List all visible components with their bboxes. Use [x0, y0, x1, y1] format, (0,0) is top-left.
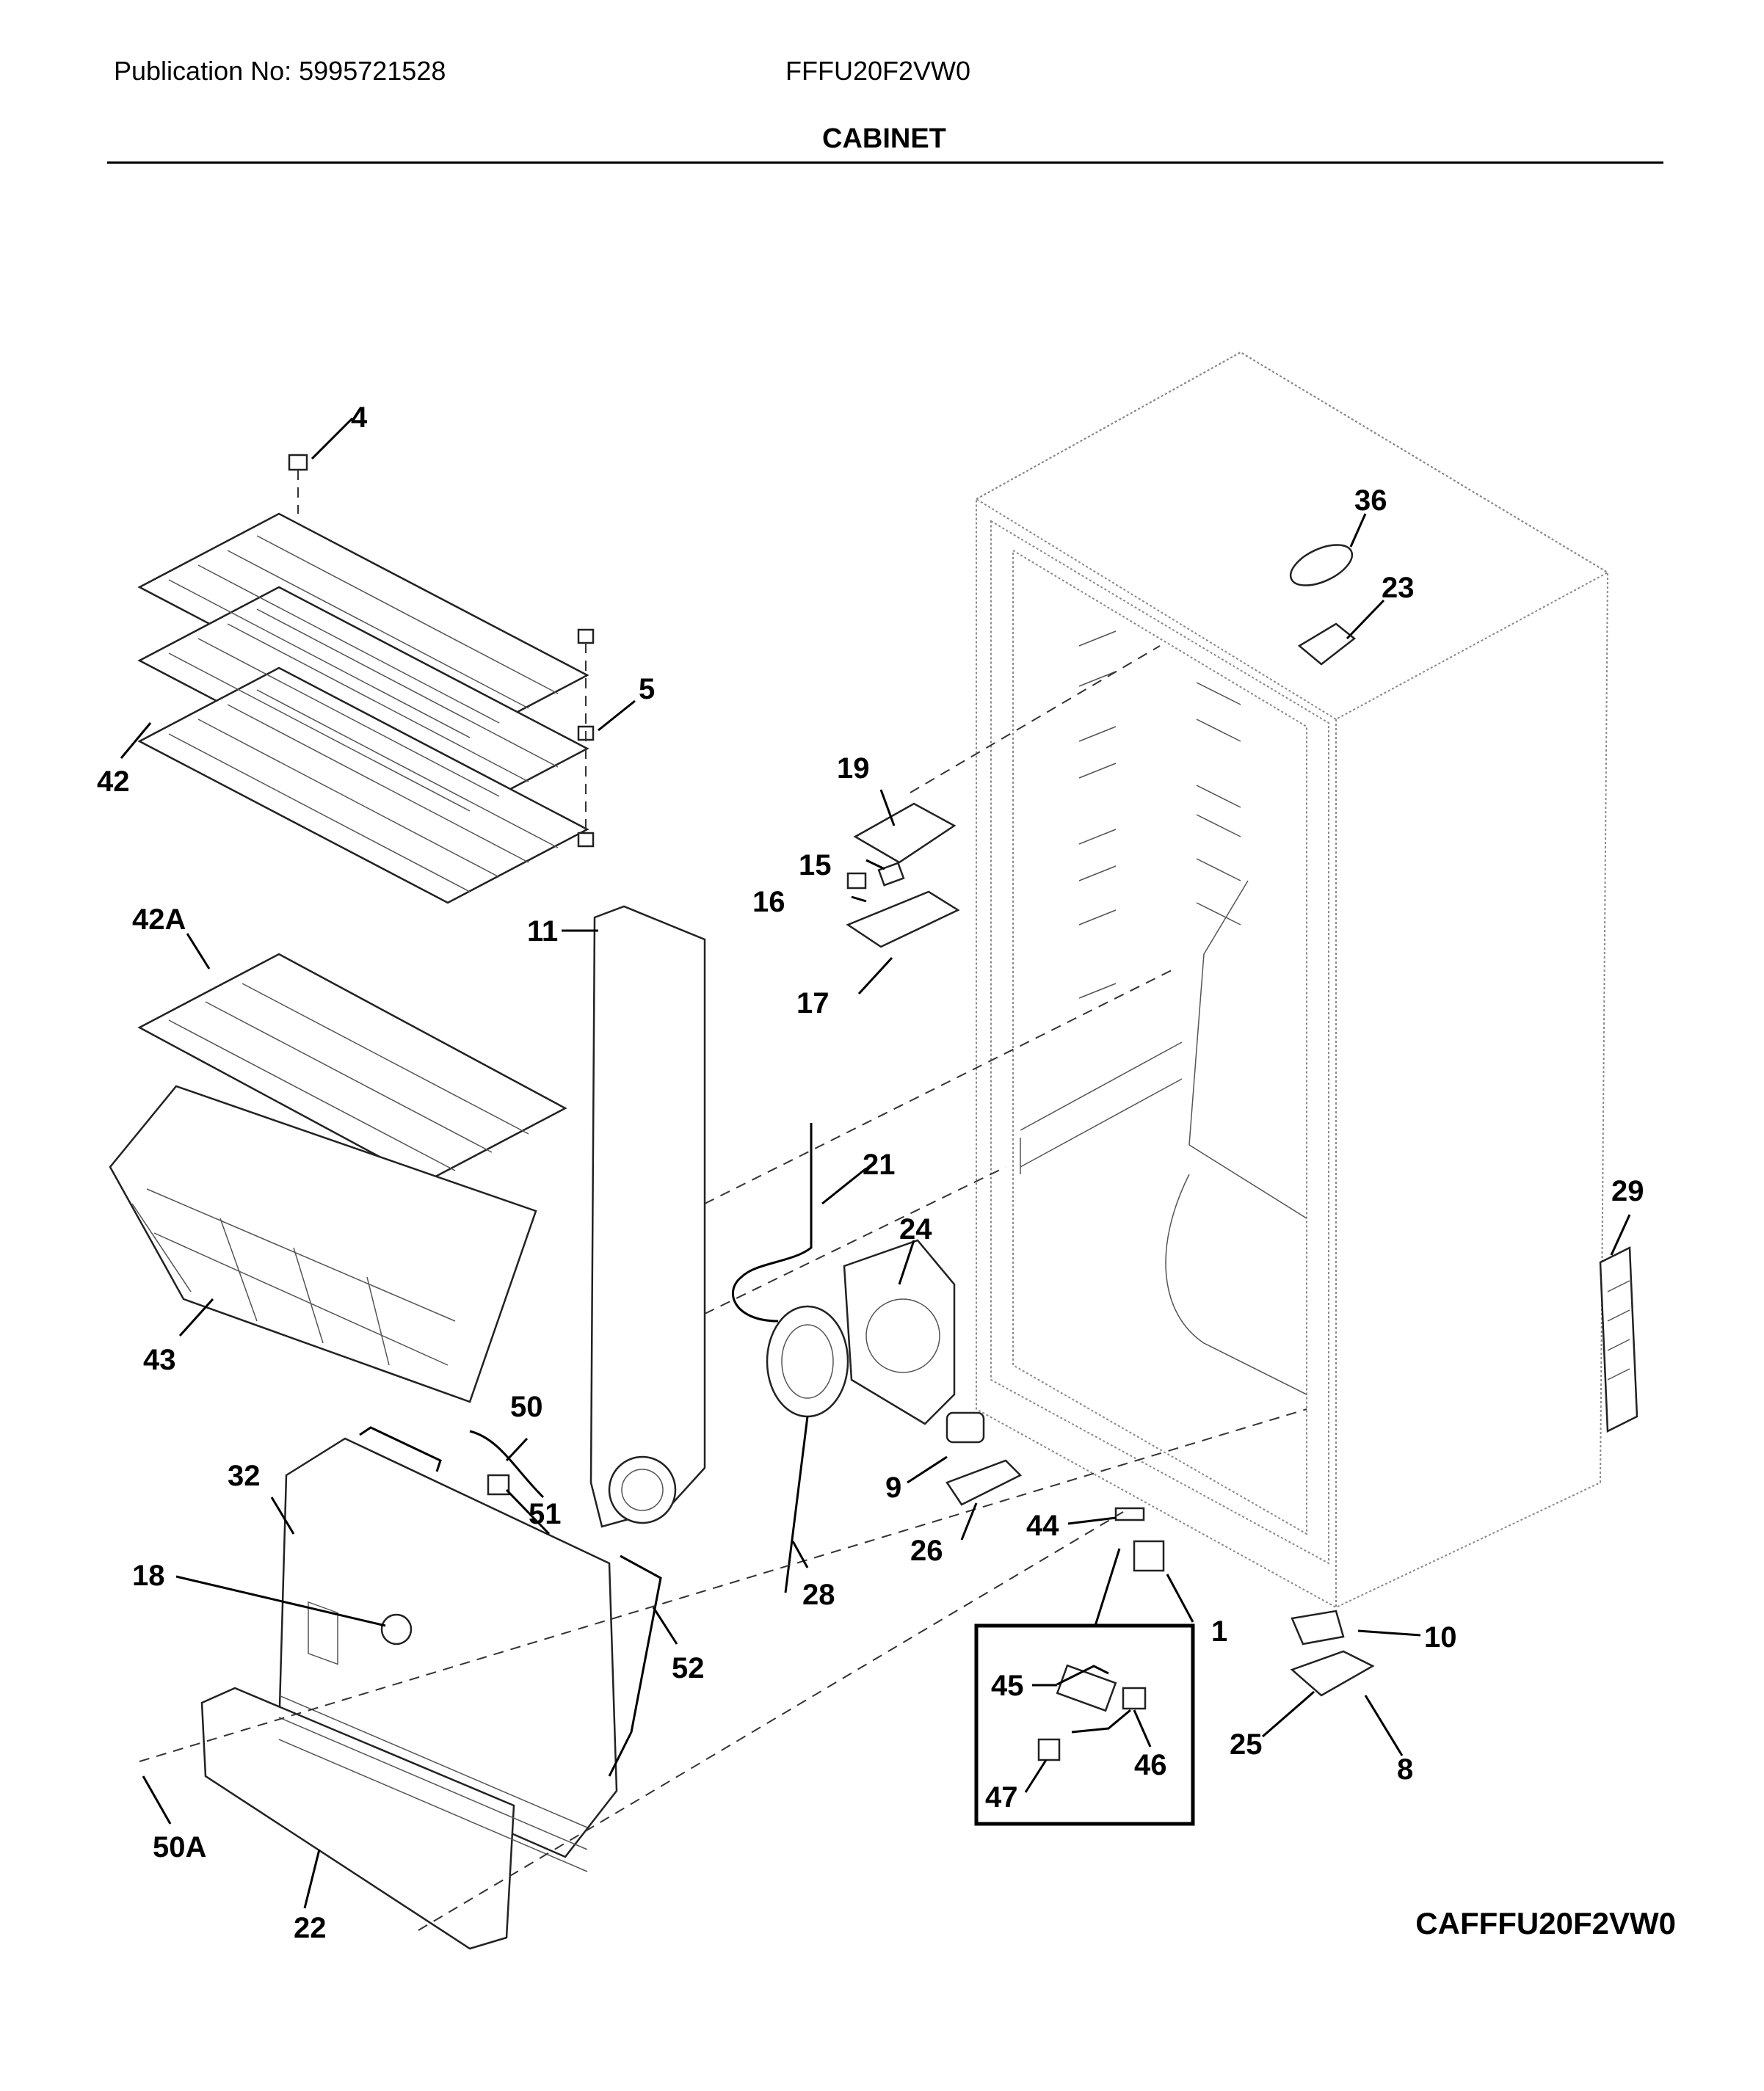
part-label-4: 4	[351, 401, 368, 434]
model-number: FFFU20F2VW0	[785, 56, 971, 86]
evaporator-cover	[589, 905, 706, 1528]
light-assembly	[846, 802, 960, 948]
part-label-23: 23	[1382, 572, 1415, 604]
basket-shelf	[137, 953, 567, 1183]
part-label-24: 24	[899, 1213, 932, 1245]
fan-assembly	[732, 1123, 956, 1593]
header-divider	[107, 161, 1663, 164]
part-label-18: 18	[132, 1560, 165, 1592]
part-label-21: 21	[863, 1149, 896, 1181]
part-label-45: 45	[991, 1670, 1024, 1702]
toe-grille-panel	[200, 1437, 618, 1950]
part-label-10: 10	[1424, 1621, 1457, 1654]
part-label-17: 17	[796, 987, 830, 1019]
part-label-50: 50	[510, 1391, 543, 1423]
part-label-51: 51	[529, 1498, 562, 1530]
part-label-15: 15	[799, 849, 832, 881]
part-label-44: 44	[1026, 1510, 1059, 1542]
part-label-28: 28	[802, 1579, 835, 1611]
top-hinge	[1289, 544, 1357, 666]
section-title: CABINET	[822, 123, 946, 154]
lower-hinge-parts	[945, 1411, 1375, 1697]
part-label-32: 32	[228, 1460, 261, 1492]
part-label-43: 43	[143, 1344, 176, 1376]
cabinet-body	[975, 351, 1610, 1609]
part-label-47: 47	[985, 1781, 1018, 1814]
part-label-1: 1	[1211, 1615, 1227, 1648]
guide-lines	[139, 645, 1307, 1931]
gasket-strips	[359, 1426, 662, 1777]
part-label-50a: 50A	[153, 1831, 206, 1863]
part-label-25: 25	[1230, 1728, 1263, 1761]
rear-access-panel	[1599, 1246, 1638, 1433]
part-label-19: 19	[837, 752, 870, 785]
part-label-42: 42	[97, 766, 130, 798]
part-label-29: 29	[1611, 1175, 1644, 1207]
part-label-52: 52	[672, 1652, 705, 1684]
part-label-46: 46	[1134, 1749, 1167, 1781]
part-label-26: 26	[910, 1535, 943, 1567]
part-label-5: 5	[639, 673, 655, 705]
part-label-16: 16	[752, 886, 785, 918]
diagram-code: CAFFFU20F2VW0	[1415, 1906, 1676, 1941]
wire-shelves	[137, 512, 589, 904]
part-label-22: 22	[294, 1912, 327, 1944]
freezer-basket	[109, 1085, 537, 1403]
inset-parts	[1037, 1664, 1147, 1761]
part-label-42a: 42A	[132, 903, 186, 936]
part-label-11: 11	[527, 915, 558, 948]
publication-number: Publication No: 5995721528	[114, 56, 446, 86]
part-label-9: 9	[885, 1472, 901, 1504]
part-label-36: 36	[1354, 484, 1387, 517]
shelf-clips	[288, 454, 595, 848]
leader-lines	[120, 417, 1631, 1909]
part-label-8: 8	[1397, 1753, 1413, 1786]
inset-detail-box	[974, 1623, 1195, 1826]
